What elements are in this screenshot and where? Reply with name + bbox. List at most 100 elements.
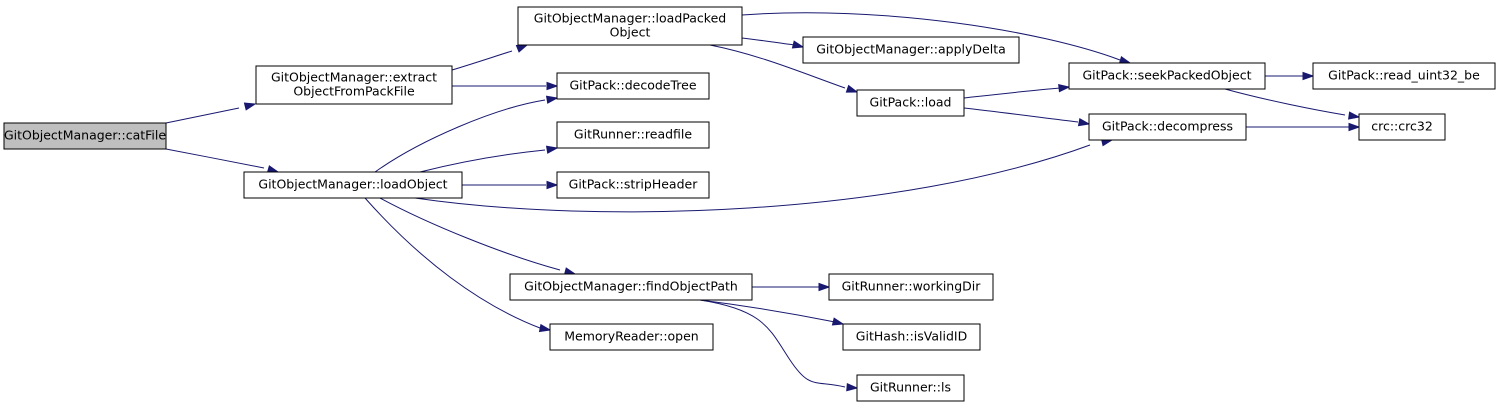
node-load-object[interactable]: GitObjectManager::loadObject [243,171,463,199]
node-crc32[interactable]: crc::crc32 [1358,113,1446,141]
node-strip-header[interactable]: GitPack::stripHeader [556,171,710,199]
node-label: GitObjectManager::loadObject [258,177,447,192]
node-is-valid-id[interactable]: GitHash::isValidID [842,323,981,351]
node-label: GitPack::read_uint32_be [1328,68,1480,83]
node-memory-reader-open[interactable]: MemoryReader::open [549,323,714,351]
edge-loadObject-to-stripHeader [461,180,559,190]
node-label: Object [610,25,651,40]
arrow-head-icon [1348,111,1361,120]
node-label: GitRunner::readfile [574,127,692,142]
edge-loadPacked-to-applyDelta [741,37,805,49]
node-box [549,323,714,351]
edge-line [419,149,546,173]
edge-loadObject-to-decompress [414,138,1114,213]
edge-line [963,87,1061,99]
node-label: crc::crc32 [1371,119,1433,134]
edge-extract-to-loadPacked [451,44,529,71]
node-seek-packed-object[interactable]: GitPack::seekPackedObject [1068,62,1266,90]
node-catfile[interactable]: GitObjectManager::catFile [3,122,167,150]
edge-seekPacked-to-crc32 [1224,88,1361,120]
edge-findObjectPath-to-ls [699,299,859,392]
node-find-object-path[interactable]: GitObjectManager::findObjectPath [509,273,753,301]
arrow-head-icon [1118,55,1132,65]
node-label: GitPack::decodeTree [569,78,696,93]
node-label: GitRunner::workingDir [842,279,982,294]
edge-line [699,299,836,323]
arrow-head-icon [831,317,845,326]
edge-findObjectPath-to-isValidID [699,299,845,326]
node-box [255,65,453,105]
edge-line [451,50,513,71]
node-label: GitRunner::ls [870,380,951,395]
node-working-dir[interactable]: GitRunner::workingDir [828,273,994,301]
edge-seekPacked-to-readUint32 [1264,71,1315,81]
node-label: GitHash::isValidID [856,329,967,344]
node-box [243,171,463,199]
node-box [556,171,710,199]
arrow-head-icon [1058,83,1071,93]
arrow-head-icon [845,84,859,93]
edge-loadObject-to-open [364,197,552,333]
node-box [802,36,1020,64]
edge-line [165,148,265,169]
edge-loadObject-to-readfile [419,145,559,173]
node-label: GitObjectManager::applyDelta [816,42,1006,57]
node-box [842,323,981,351]
edge-layer [165,12,1361,392]
edge-line [379,197,561,271]
node-layer: GitObjectManager::catFileGitObjectManage… [3,6,1496,402]
node-box [856,374,965,402]
edge-line [741,37,796,46]
arrow-head-icon [791,40,805,49]
edge-loadPacked-to-load [709,44,859,93]
node-extract-object-from-pack-file[interactable]: GitObjectManager::extractObjectFromPackF… [255,65,453,105]
edge-load-to-decompress [963,107,1091,127]
edge-line [699,299,846,388]
node-label: GitObjectManager::findObjectPath [524,279,738,294]
arrow-head-icon [545,145,559,154]
node-decode-tree[interactable]: GitPack::decodeTree [556,72,710,100]
node-read-uint32-be[interactable]: GitPack::read_uint32_be [1312,62,1496,90]
node-label: GitObjectManager::catFile [4,128,166,143]
arrow-head-icon [546,81,559,91]
edge-line [414,144,1091,213]
arrow-head-icon [1302,71,1315,81]
node-gitpack-load[interactable]: GitPack::load [856,89,965,117]
node-label: GitPack::load [870,95,952,110]
arrow-head-icon [546,180,559,190]
edge-line [374,99,546,173]
node-gitrunner-ls[interactable]: GitRunner::ls [856,374,965,402]
arrow-head-icon [846,382,859,392]
arrow-head-icon [538,323,552,333]
node-box [856,89,965,117]
edge-decompress-to-crc32 [1246,122,1361,132]
edge-load-to-seekPacked [963,83,1071,99]
arrow-head-icon [545,95,559,104]
node-label: MemoryReader::open [564,329,698,344]
node-readfile[interactable]: GitRunner::readfile [556,121,710,149]
arrow-head-icon [515,44,529,53]
node-label: GitObjectManager::extract [271,70,437,85]
node-box [509,273,753,301]
node-box [556,121,710,149]
node-box [828,273,994,301]
node-box [1088,113,1247,141]
node-box [3,122,167,150]
node-label: GitPack::decompress [1102,119,1233,134]
arrow-head-icon [243,102,257,111]
edge-loadObject-to-decodeTree [374,95,559,173]
arrow-head-icon [1348,122,1361,132]
edge-line [741,12,1121,61]
edge-line [1224,88,1346,116]
node-label: GitObjectManager::loadPacked [534,11,726,26]
arrow-head-icon [818,282,831,292]
node-label: ObjectFromPackFile [293,84,415,99]
node-decompress[interactable]: GitPack::decompress [1088,113,1247,141]
node-box [556,72,710,100]
edge-line [709,44,846,89]
edge-line [165,107,240,124]
node-label: GitPack::stripHeader [569,177,699,192]
node-apply-delta[interactable]: GitObjectManager::applyDelta [802,36,1020,64]
node-box [1358,113,1446,141]
